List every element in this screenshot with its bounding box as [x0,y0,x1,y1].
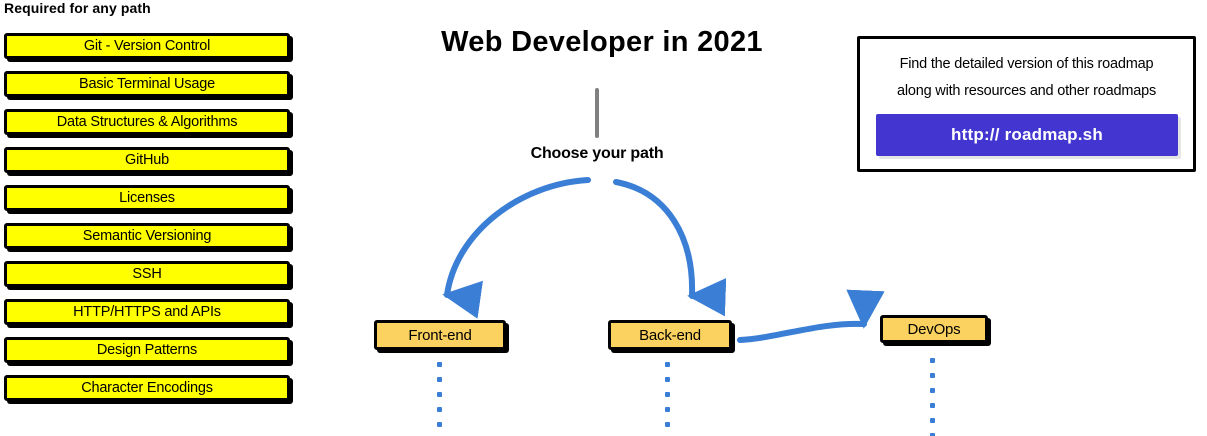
arrow-backend-to-devops [737,289,885,343]
required-topic-label: Data Structures & Algorithms [56,114,238,130]
arrow-to-backend [613,179,727,317]
required-topic-item[interactable]: Licenses [4,185,290,211]
required-topic-item[interactable]: Character Encodings [4,375,290,401]
required-topic-item[interactable]: Data Structures & Algorithms [4,109,290,135]
roadmap-url-label: http:// roadmap.sh [951,125,1103,144]
required-topic-label: Basic Terminal Usage [79,76,215,92]
required-topic-label: Design Patterns [96,342,198,358]
required-topic-item[interactable]: Git - Version Control [4,33,290,59]
roadmap-url-button[interactable]: http:// roadmap.sh [876,114,1178,156]
choose-your-path-label: Choose your path [530,145,664,162]
info-card-line-2: along with resources and other roadmaps [897,83,1156,99]
required-section-heading: Required for any path [4,0,151,16]
info-card: Find the detailed version of this roadma… [857,36,1196,172]
dotted-trail-devops [930,358,935,436]
arrow-to-frontend [442,177,591,319]
required-topic-label: Character Encodings [81,380,213,396]
path-box-devops[interactable]: DevOps [880,315,988,343]
required-topic-label: SSH [132,266,162,282]
path-box-devops-label: DevOps [907,320,961,338]
required-topic-label: GitHub [125,152,169,168]
path-box-front-end-label: Front-end [408,326,472,344]
required-topic-label: Git - Version Control [83,38,211,54]
path-box-front-end[interactable]: Front-end [374,320,506,350]
path-box-back-end-label: Back-end [639,326,701,344]
info-card-line-1: Find the detailed version of this roadma… [899,56,1154,72]
title-stem-line [595,88,599,138]
path-box-back-end[interactable]: Back-end [608,320,732,350]
dotted-trail-front-end [437,362,442,436]
required-topic-item[interactable]: Semantic Versioning [4,223,290,249]
required-topic-label: Licenses [119,190,175,206]
required-topic-item[interactable]: HTTP/HTTPS and APIs [4,299,290,325]
required-topic-item[interactable]: SSH [4,261,290,287]
required-topic-item[interactable]: Basic Terminal Usage [4,71,290,97]
required-topic-label: HTTP/HTTPS and APIs [73,304,221,320]
required-topic-label: Semantic Versioning [82,228,212,244]
dotted-trail-back-end [665,362,670,436]
required-topic-item[interactable]: GitHub [4,147,290,173]
page-title: Web Developer in 2021 [441,26,763,58]
required-topic-item[interactable]: Design Patterns [4,337,290,363]
